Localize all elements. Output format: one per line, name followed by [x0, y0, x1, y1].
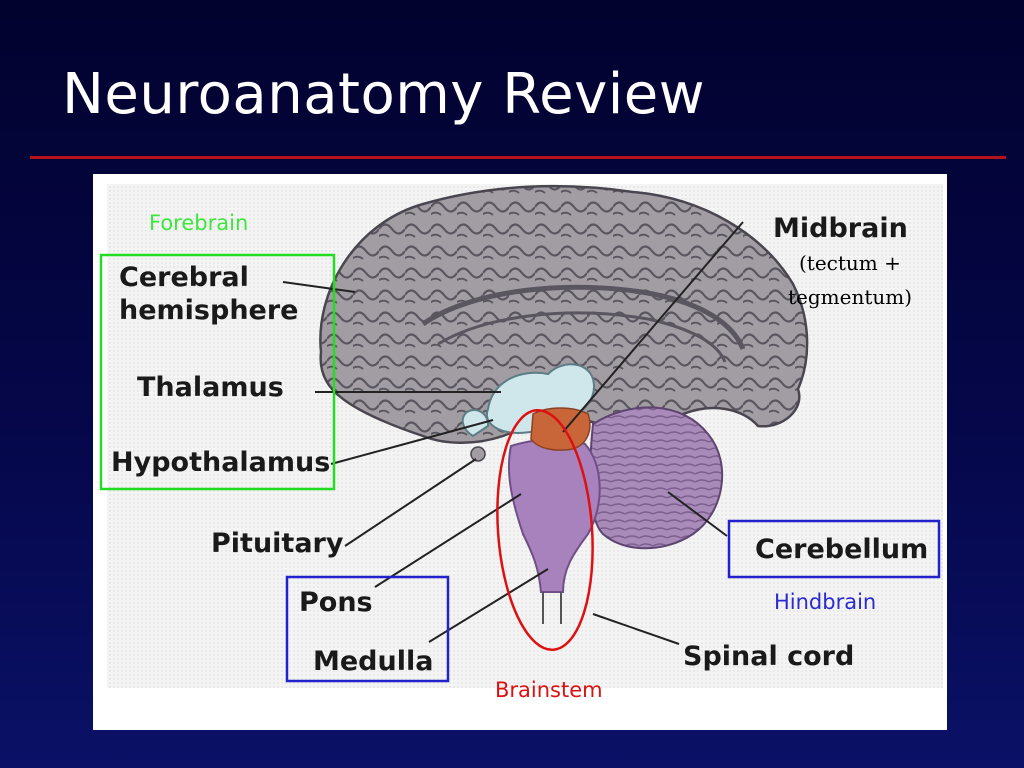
spinal-cord-shape [542, 592, 562, 624]
brainstem-label: Brainstem [495, 678, 603, 702]
label-thalamus: Thalamus [137, 372, 284, 403]
label-hypothalamus: Hypothalamus [111, 447, 330, 478]
pons-medulla-grouping-box [285, 575, 450, 683]
pituitary-shape [470, 446, 486, 462]
label-midbrain-note-line2: tegmentum) [788, 285, 912, 309]
label-pons: Pons [299, 587, 373, 618]
midbrain-shape [530, 407, 591, 451]
label-pituitary: Pituitary [211, 528, 344, 559]
label-medulla: Medulla [313, 646, 433, 677]
brain-diagram-figure: Cerebral hemisphere Thalamus Hypothalamu… [93, 174, 947, 730]
brainstem-grouping-ellipse [496, 408, 594, 652]
cerebellum-shape [589, 406, 724, 550]
label-spinal-cord: Spinal cord [683, 641, 854, 672]
label-cerebral-line1: Cerebral [119, 262, 249, 293]
brain-diagram: Cerebral hemisphere Thalamus Hypothalamu… [99, 184, 943, 702]
label-cerebral-line2: hemisphere [119, 295, 298, 326]
title-divider [30, 156, 1006, 159]
corpus-callosum [421, 284, 746, 351]
forebrain-grouping-box [99, 253, 336, 491]
hindbrain-grouping-box [727, 519, 941, 579]
label-cerebellum: Cerebellum [755, 534, 928, 565]
label-midbrain: Midbrain [773, 213, 908, 244]
forebrain-label: Forebrain [149, 211, 248, 235]
hindbrain-label: Hindbrain [774, 590, 876, 614]
slide-title: Neuroanatomy Review [62, 62, 706, 127]
label-midbrain-note-line1: (tectum + [799, 251, 901, 275]
